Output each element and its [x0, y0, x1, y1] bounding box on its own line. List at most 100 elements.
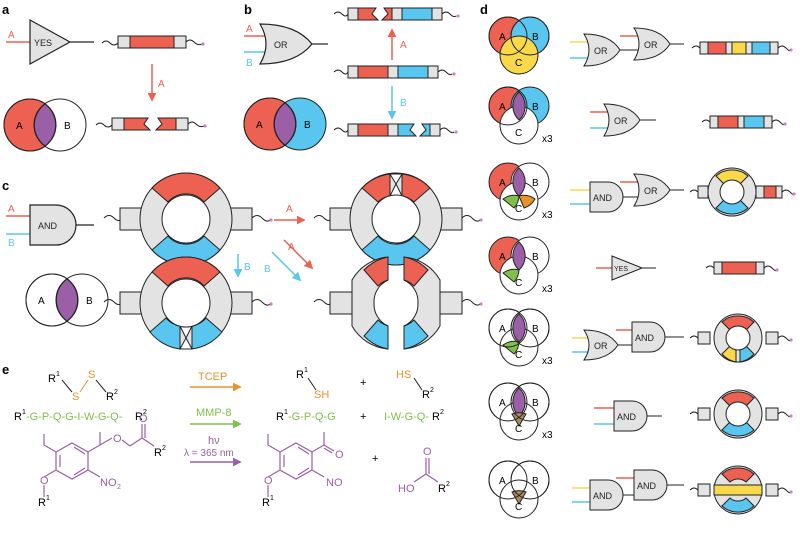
- or-gate-icon: [603, 103, 641, 137]
- d7-set-a: A: [499, 476, 506, 487]
- panel-d-label: d: [480, 2, 488, 17]
- d4-strand-icon: [705, 261, 779, 275]
- d-row-6: A B C x3 AND: [488, 382, 793, 441]
- e1-r2: R: [106, 391, 114, 403]
- d6-set-c: C: [515, 424, 522, 435]
- and-gate-icon: [589, 479, 624, 511]
- panel-b: b A B OR A: [243, 2, 460, 151]
- panel-c-label: c: [2, 178, 9, 193]
- d-row-2: A B C x3 OR: [488, 86, 787, 145]
- d2-set-c: C: [515, 128, 522, 139]
- d2-set-a: A: [499, 102, 506, 113]
- e3p-r1: R: [262, 497, 270, 509]
- e1-r1-sup: 1: [56, 371, 60, 378]
- tcep-label: TCEP: [198, 371, 227, 383]
- d-row-1: A B C OR OR: [488, 16, 793, 75]
- d3-set-b: B: [532, 178, 539, 189]
- d3-set-a: A: [499, 178, 506, 189]
- d7-set-c: C: [515, 502, 522, 513]
- d5-gate-2: AND: [635, 333, 655, 343]
- nitroso-product: O O NO R 1 +: [262, 432, 378, 509]
- e1p-hs: HS: [396, 369, 411, 381]
- e3p-acid-r2: R: [438, 483, 446, 495]
- d4-multiplier: x3: [542, 284, 553, 295]
- d5-set-b: B: [532, 324, 539, 335]
- d2-gate-1: OR: [614, 116, 628, 126]
- d1-gate-1: OR: [594, 46, 608, 56]
- or-gate-icon: [633, 27, 671, 61]
- venn3-icon: A B C x3: [488, 236, 553, 295]
- d2-set-b: B: [532, 102, 539, 113]
- e2-peptide: -G-P-Q-G-I-W-G-Q-: [26, 411, 123, 423]
- e3p-plus: +: [372, 453, 378, 465]
- ring-cleaved-both-icon: [313, 256, 483, 350]
- d2-multiplier: x3: [542, 134, 553, 145]
- d5-set-c: C: [515, 350, 522, 361]
- panel-a: a A YES A A B: [2, 2, 207, 152]
- d6-set-b: B: [532, 398, 539, 409]
- panel-c-arrow-a1-label: A: [286, 204, 293, 215]
- d4-set-b: B: [532, 252, 539, 263]
- venn-and-icon: A B: [25, 273, 109, 327]
- panel-c-arrow-b1-label: B: [244, 262, 251, 273]
- e2p-right: I-W-G-Q-: [384, 411, 429, 423]
- or-gate-icon: [583, 33, 621, 67]
- venn-b-set-b: B: [304, 120, 311, 131]
- panel-b-input-a: A: [246, 24, 253, 35]
- e3-o-carbonyl: O: [139, 413, 148, 425]
- e3-o-ester: O: [113, 433, 122, 445]
- and-gate-icon: [589, 181, 624, 213]
- yes-gate-icon: [611, 255, 644, 281]
- and-gate-label: AND: [38, 221, 58, 231]
- venn-b-set-a: A: [256, 120, 263, 131]
- d-row-3: A B C x3 AND OR: [488, 162, 796, 221]
- e3-r2-sup: 2: [162, 445, 166, 452]
- e3-no2-sub: 2: [117, 484, 121, 491]
- e2p-plus: +: [360, 411, 366, 423]
- e1-s1: S: [72, 391, 79, 403]
- e2-r2-sup: 2: [143, 409, 147, 416]
- e3-r1: R: [38, 497, 46, 509]
- cleaved-strand-bottom-icon: [333, 123, 458, 137]
- d4-set-c: C: [515, 278, 522, 289]
- venn3-icon: A B C: [488, 16, 550, 75]
- d5-ring-icon: [689, 313, 793, 363]
- panel-c-input-b: B: [8, 238, 15, 249]
- e3-no2: NO: [100, 477, 117, 489]
- yes-gate-label: YES: [34, 38, 52, 48]
- panel-b-arrow-a-label: A: [400, 40, 407, 51]
- d-row-4: A B C x3 YES: [488, 236, 779, 295]
- d2-strand-icon: [701, 115, 787, 129]
- e1p-r2-sup: 2: [430, 387, 434, 394]
- panel-b-input-b: B: [246, 58, 253, 69]
- panel-e-label: e: [2, 362, 9, 377]
- or-gate-label: OR: [274, 40, 288, 50]
- d5-gate-1: OR: [594, 341, 608, 351]
- and-gate-icon: [633, 469, 668, 501]
- venn-c-set-b: B: [86, 296, 93, 307]
- d1-set-a: A: [499, 32, 506, 43]
- wavelength-label: λ = 365 nm: [184, 448, 234, 459]
- venn-c-set-a: A: [38, 296, 45, 307]
- e1p-r2: R: [422, 389, 430, 401]
- d4-set-a: A: [499, 252, 506, 263]
- e2p-r1: R: [276, 411, 284, 423]
- e3p-o-ketone: O: [335, 449, 344, 461]
- e2-r1-sup: 1: [22, 409, 26, 416]
- and-gate-icon: [613, 400, 648, 432]
- e2-r2: R: [135, 411, 143, 423]
- or-gate-icon: [583, 329, 619, 361]
- e3p-o-ether: O: [264, 475, 273, 487]
- thiol-product: R 1 SH + HS R 2: [296, 367, 434, 401]
- d4-gate-1: YES: [614, 266, 628, 273]
- panel-c: c A B AND A B: [2, 172, 483, 350]
- panel-a-input-label: A: [8, 30, 15, 41]
- e2p-left: -G-P-Q-G: [288, 411, 336, 423]
- d3-ring-icon: [689, 167, 796, 217]
- e1p-r1: R: [296, 369, 304, 381]
- venn-or-icon: A B: [243, 97, 327, 151]
- d3-set-c: C: [515, 204, 522, 215]
- e3p-acid-r2-sup: 2: [446, 481, 450, 488]
- d6-multiplier: x3: [542, 430, 553, 441]
- and-gate-icon: [631, 321, 666, 353]
